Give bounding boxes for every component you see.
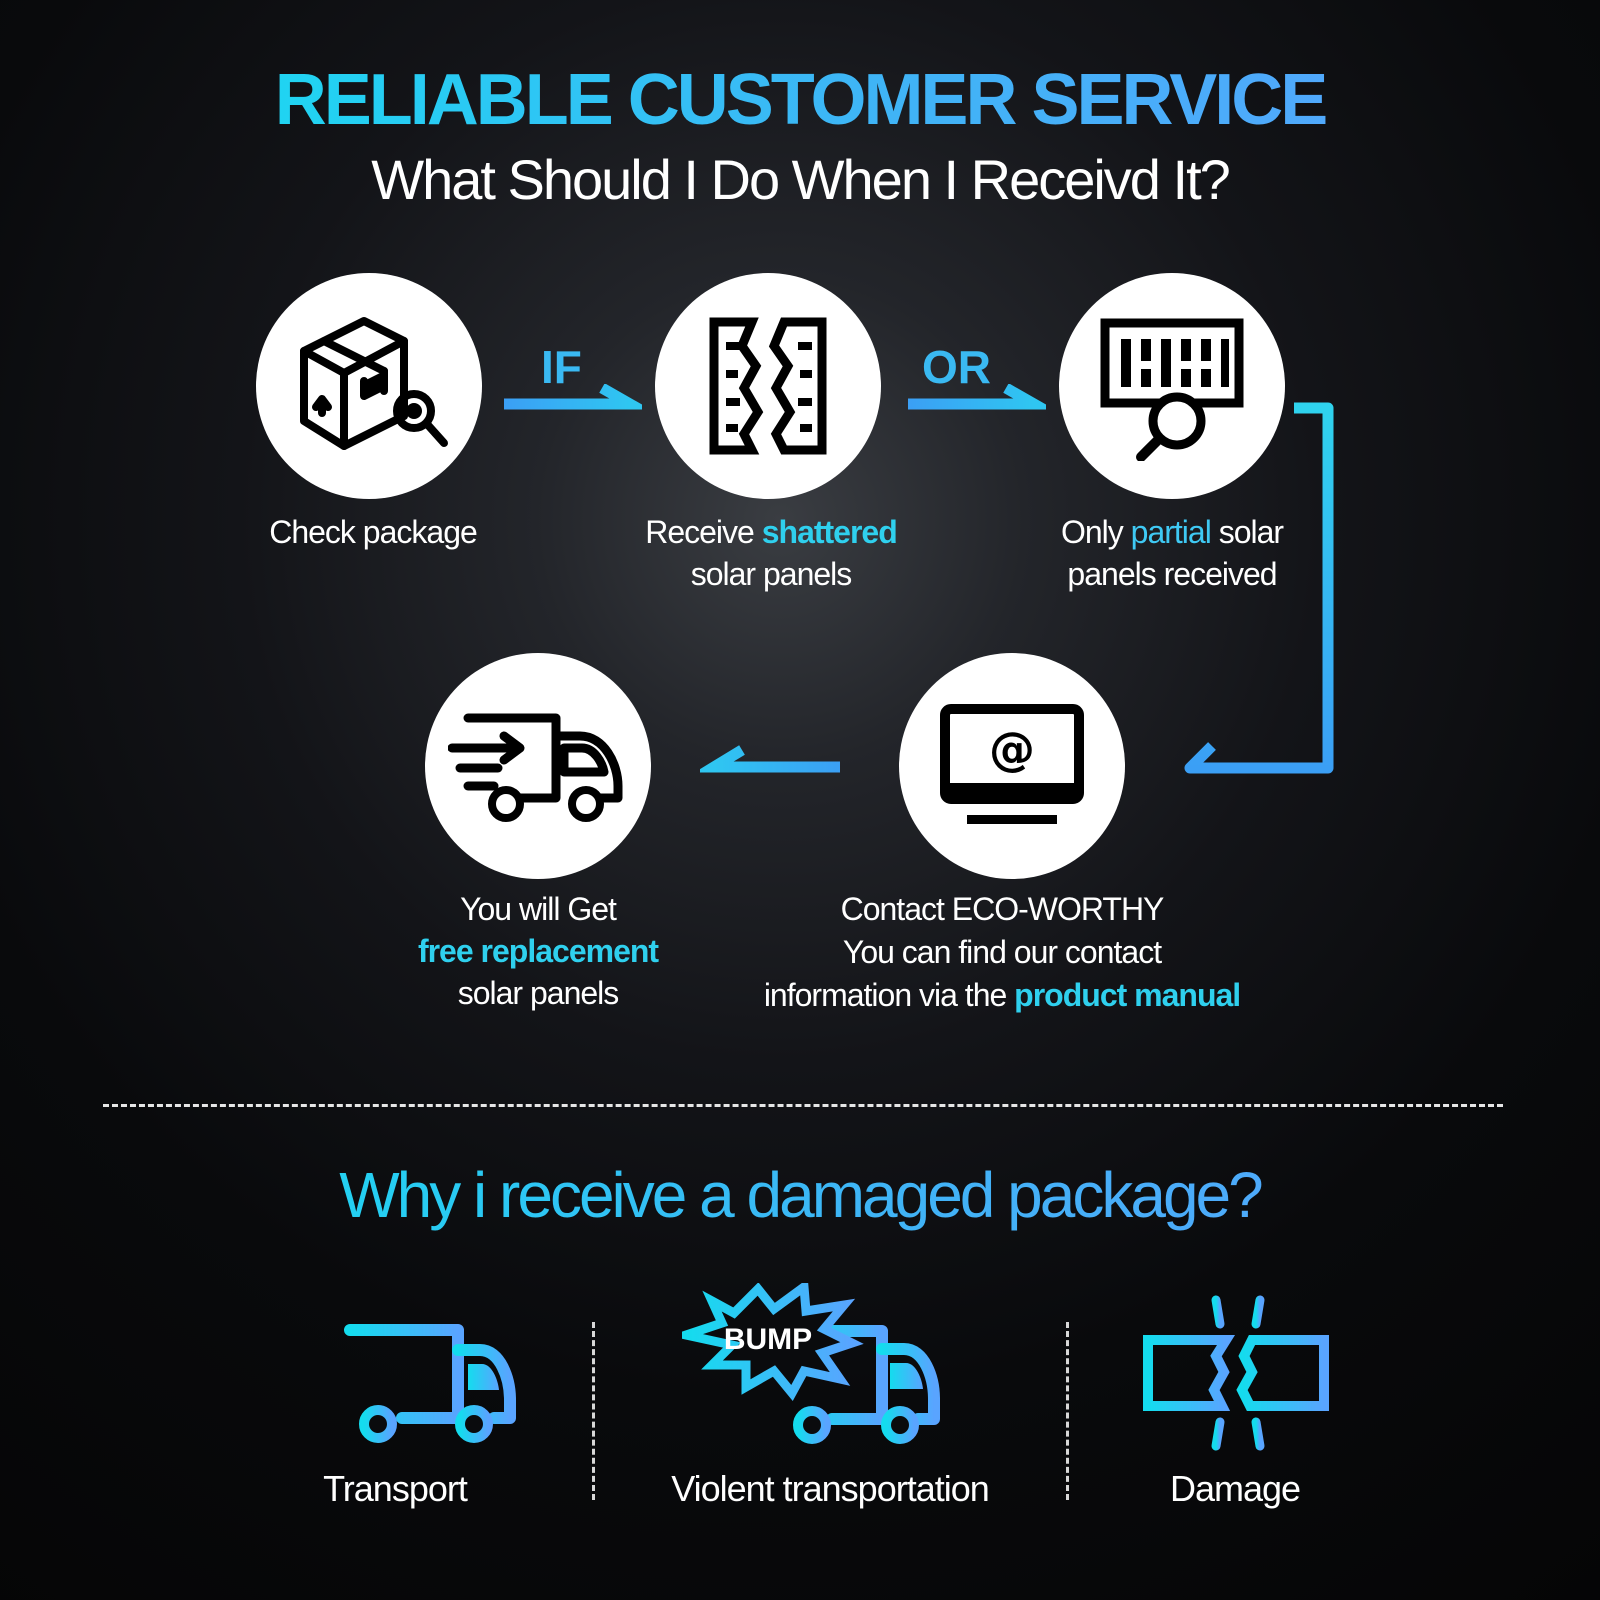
left-arrow-icon — [700, 745, 840, 773]
svg-text:@: @ — [989, 722, 1035, 776]
bump-truck-icon: BUMP — [682, 1283, 940, 1444]
step-partial-text-3: panels received — [1067, 556, 1277, 592]
shattered-panel-icon — [709, 317, 827, 455]
step-replacement — [425, 653, 651, 879]
product-manual-highlight: product manual — [1014, 977, 1241, 1013]
step-partial-text-1: Only — [1060, 514, 1131, 550]
free-replacement-highlight: free replacement — [417, 933, 659, 969]
step-shattered-text-2: solar panels — [690, 556, 853, 592]
step-shattered-panels — [655, 273, 881, 499]
reason-separator-1 — [592, 1322, 595, 1500]
broken-box-icon — [1143, 1294, 1329, 1453]
reason-transport-label: Transport — [323, 1468, 468, 1509]
package-search-icon — [300, 317, 448, 450]
bump-badge: BUMP — [724, 1323, 812, 1356]
bracket-arrow-icon — [1184, 402, 1334, 774]
if-label: IF — [541, 341, 582, 393]
step-shattered-text-1: Receive — [645, 514, 762, 550]
delivery-truck-icon — [448, 713, 623, 822]
step-contact-text-3: information via the — [763, 977, 1015, 1013]
reason-separator-2 — [1066, 1322, 1069, 1500]
transport-truck-icon — [272, 1324, 516, 1443]
step-check-package — [256, 273, 482, 499]
step-partial-caption: Only partial solar panels received — [1000, 511, 1344, 595]
step-contact-caption: Contact ECO-WORTHY You can find our cont… — [740, 888, 1264, 1017]
reason-damage-label: Damage — [1169, 1468, 1301, 1509]
partial-highlight: partial — [1130, 514, 1212, 550]
page-title: RELIABLE CUSTOMER SERVICE — [0, 60, 1600, 140]
or-arrow-icon — [908, 384, 1046, 410]
monitor-email-icon: @ — [940, 704, 1084, 824]
step-partial-text-2: solar — [1210, 514, 1284, 550]
step-partial-panels — [1059, 273, 1285, 499]
step-replacement-text-1: You will Get — [460, 891, 617, 927]
section-divider — [103, 1104, 1503, 1107]
reason-violent-label: Violent transportation — [671, 1468, 990, 1509]
step-shattered-caption: Receive shattered solar panels — [606, 511, 936, 595]
step-contact-text-1: Contact ECO-WORTHY — [840, 891, 1165, 927]
reasons-heading: Why i receive a damaged package? — [0, 1155, 1600, 1235]
step-contact-text-2: You can find our contact — [842, 934, 1162, 970]
if-arrow-icon — [504, 384, 642, 410]
step-check-package-text: Check package — [269, 514, 478, 550]
shattered-highlight: shattered — [761, 514, 898, 550]
or-label: OR — [922, 341, 991, 393]
partial-panel-search-icon — [1100, 318, 1244, 461]
step-replacement-text-2: solar panels — [457, 975, 620, 1011]
step-replacement-caption: You will Get free replacement solar pane… — [378, 888, 698, 1014]
step-contact: @ — [899, 653, 1125, 879]
page-subtitle: What Should I Do When I Receivd It? — [371, 148, 1231, 211]
step-check-package-caption: Check package — [214, 511, 532, 553]
